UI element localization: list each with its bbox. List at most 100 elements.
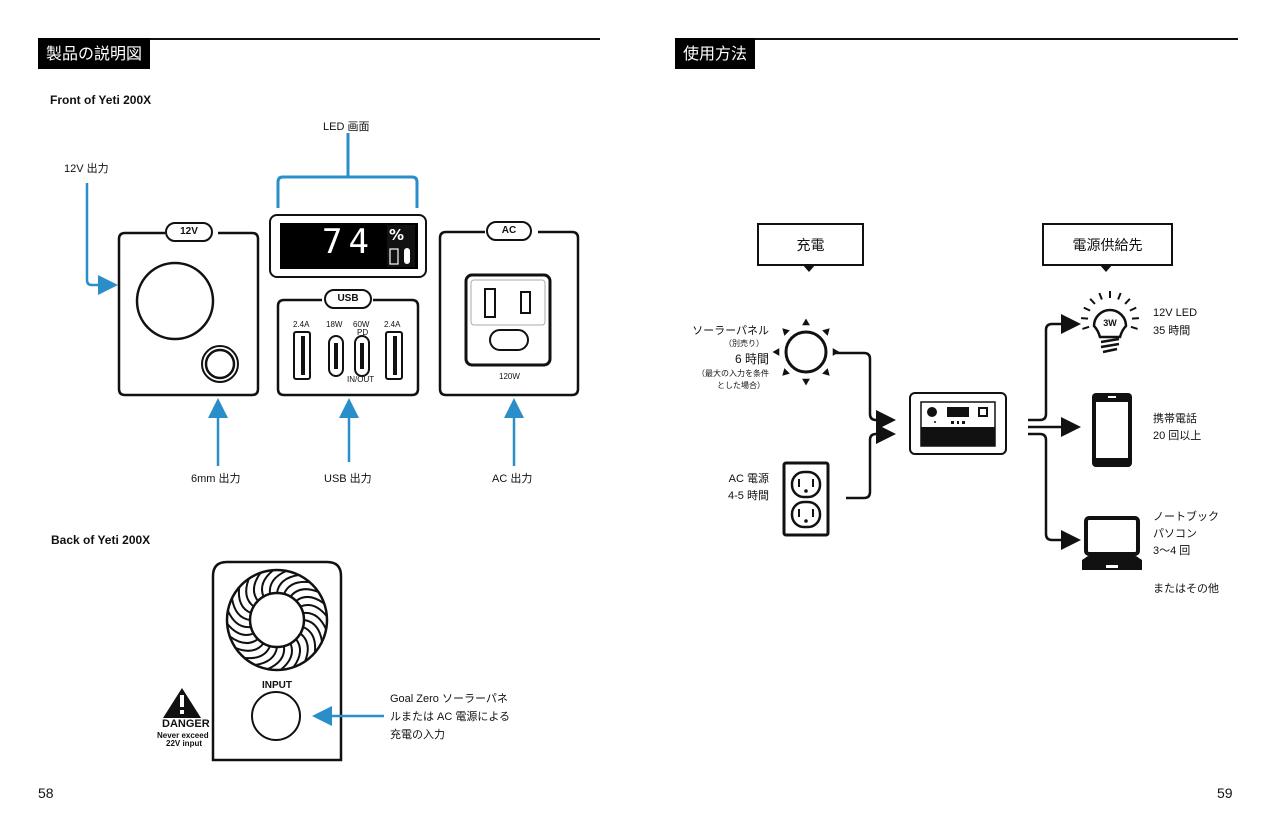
right-section-title: 使用方法: [675, 38, 756, 69]
front-heading: Front of Yeti 200X: [50, 93, 152, 107]
yeti-device-icon: [909, 392, 1007, 455]
usb-rating: 2.4A: [293, 320, 310, 329]
laptop-output-line-1: ノートブック: [1153, 511, 1219, 523]
danger-warning-icon: [163, 688, 201, 718]
led-callout-bracket: [276, 133, 419, 208]
callout-usb: USB 出力: [324, 473, 372, 485]
fan-blade: [260, 569, 274, 597]
led-output-line-1: 12V LED: [1153, 307, 1198, 319]
fan-blade: [302, 626, 317, 653]
sun-icon: [772, 318, 840, 386]
laptop-icon: [1082, 516, 1142, 570]
bulb-ray: [1098, 292, 1103, 300]
fan-blade: [253, 572, 262, 602]
sun-ray: [802, 318, 810, 326]
callout-ac: AC 出力: [492, 473, 533, 485]
right-header-rule: [675, 38, 1238, 40]
wall-outlet-icon: [782, 461, 830, 537]
usb-a-port: [385, 331, 403, 380]
back-panel: [211, 560, 343, 762]
led-output-line-2: 35 時間: [1153, 325, 1191, 337]
input-desc-3: 充電の入力: [390, 729, 445, 741]
laptop-output-line-3: 3～4 回: [1153, 545, 1191, 557]
fan-blade: [255, 646, 278, 667]
usb-pd-label: PD: [357, 328, 369, 337]
fan-blade: [245, 578, 255, 608]
solar-title: ソーラーパネル: [692, 325, 769, 337]
fan-blade: [237, 587, 252, 614]
port-6mm: [201, 345, 239, 383]
solar-note: （別売り）: [724, 339, 764, 348]
led-display-unit: %: [389, 226, 405, 244]
badge-ac: AC: [501, 225, 517, 236]
sun-ray: [782, 328, 790, 336]
callout-12v: 12V 出力: [64, 163, 109, 175]
phone-icon: [1092, 393, 1132, 467]
usb-rating: 60W: [353, 320, 370, 329]
supply-box: 電源供給先: [1042, 223, 1173, 266]
fan-blade: [226, 623, 254, 637]
fan-blade: [244, 645, 271, 660]
ac-source-title: AC 電源: [728, 473, 769, 485]
usb-rating: 18W: [326, 320, 343, 329]
bulb-ray: [1117, 292, 1122, 300]
panel-usb: [276, 289, 420, 397]
bulb-ray: [1124, 298, 1131, 305]
bulb-ray: [1130, 325, 1138, 330]
sun-ray: [822, 368, 830, 376]
left-section-title: 製品の説明図: [38, 38, 151, 69]
flow-led: [1028, 314, 1081, 422]
solar-cond-1: （最大の入力を条件: [697, 369, 769, 378]
phone-output-line-1: 携帯電話: [1153, 413, 1197, 425]
other-output: またはその他: [1153, 583, 1219, 595]
panel-12v: [117, 222, 260, 397]
sun-ray: [772, 348, 780, 356]
fan-blade: [276, 573, 299, 594]
fan-icon: [225, 568, 329, 672]
supply-box-pointer: [1099, 264, 1113, 272]
fan-blade: [268, 569, 287, 595]
fan-blade: [289, 588, 319, 598]
fan-blade: [226, 610, 252, 629]
page-number-right: 59: [1217, 785, 1233, 801]
ac-outlet: [464, 273, 552, 367]
flow-ac: [846, 424, 896, 500]
back-heading: Back of Yeti 200X: [51, 533, 151, 547]
cigarette-port: [135, 261, 215, 341]
ac-rating: 120W: [499, 372, 520, 381]
bulb-ray: [1082, 325, 1090, 330]
fan-blade: [302, 611, 328, 630]
ac-source-time: 4-5 時間: [728, 490, 769, 502]
panel-ac: [438, 221, 580, 397]
arrow-12v: [85, 183, 118, 295]
laptop-output-line-2: パソコン: [1153, 528, 1197, 540]
input-desc-1: Goal Zero ソーラーパネ: [390, 693, 508, 705]
led-display-value: 74: [322, 222, 375, 262]
led-label: LED 画面: [323, 121, 370, 133]
sun-ray: [802, 378, 810, 386]
charge-box-pointer: [802, 264, 816, 272]
solar-cond-2: とした場合）: [717, 381, 765, 390]
fan-blade: [299, 632, 309, 662]
danger-title: DANGER: [162, 718, 210, 730]
phone-output-line-2: 20 回以上: [1153, 430, 1202, 442]
solar-time: 6 時間: [734, 352, 769, 366]
danger-line-1: Never exceed: [157, 731, 209, 740]
usb-rating: 2.4A: [384, 320, 401, 329]
fan-blade: [280, 643, 294, 671]
bulb-ray: [1089, 298, 1096, 305]
fan-blade: [300, 603, 328, 617]
fan-blade: [229, 635, 259, 644]
badge-usb: USB: [337, 293, 359, 304]
flow-laptop: [1028, 432, 1081, 550]
sun-ray: [782, 368, 790, 376]
fan-blade: [267, 645, 286, 671]
charge-box: 充電: [757, 223, 864, 266]
usb-c-port: [328, 335, 344, 377]
left-header-rule: [38, 38, 600, 40]
fan-blade: [230, 598, 251, 621]
led-screen: [269, 214, 427, 278]
svg-text:3W: 3W: [1103, 318, 1117, 328]
danger-line-2: 22V input: [166, 739, 203, 748]
